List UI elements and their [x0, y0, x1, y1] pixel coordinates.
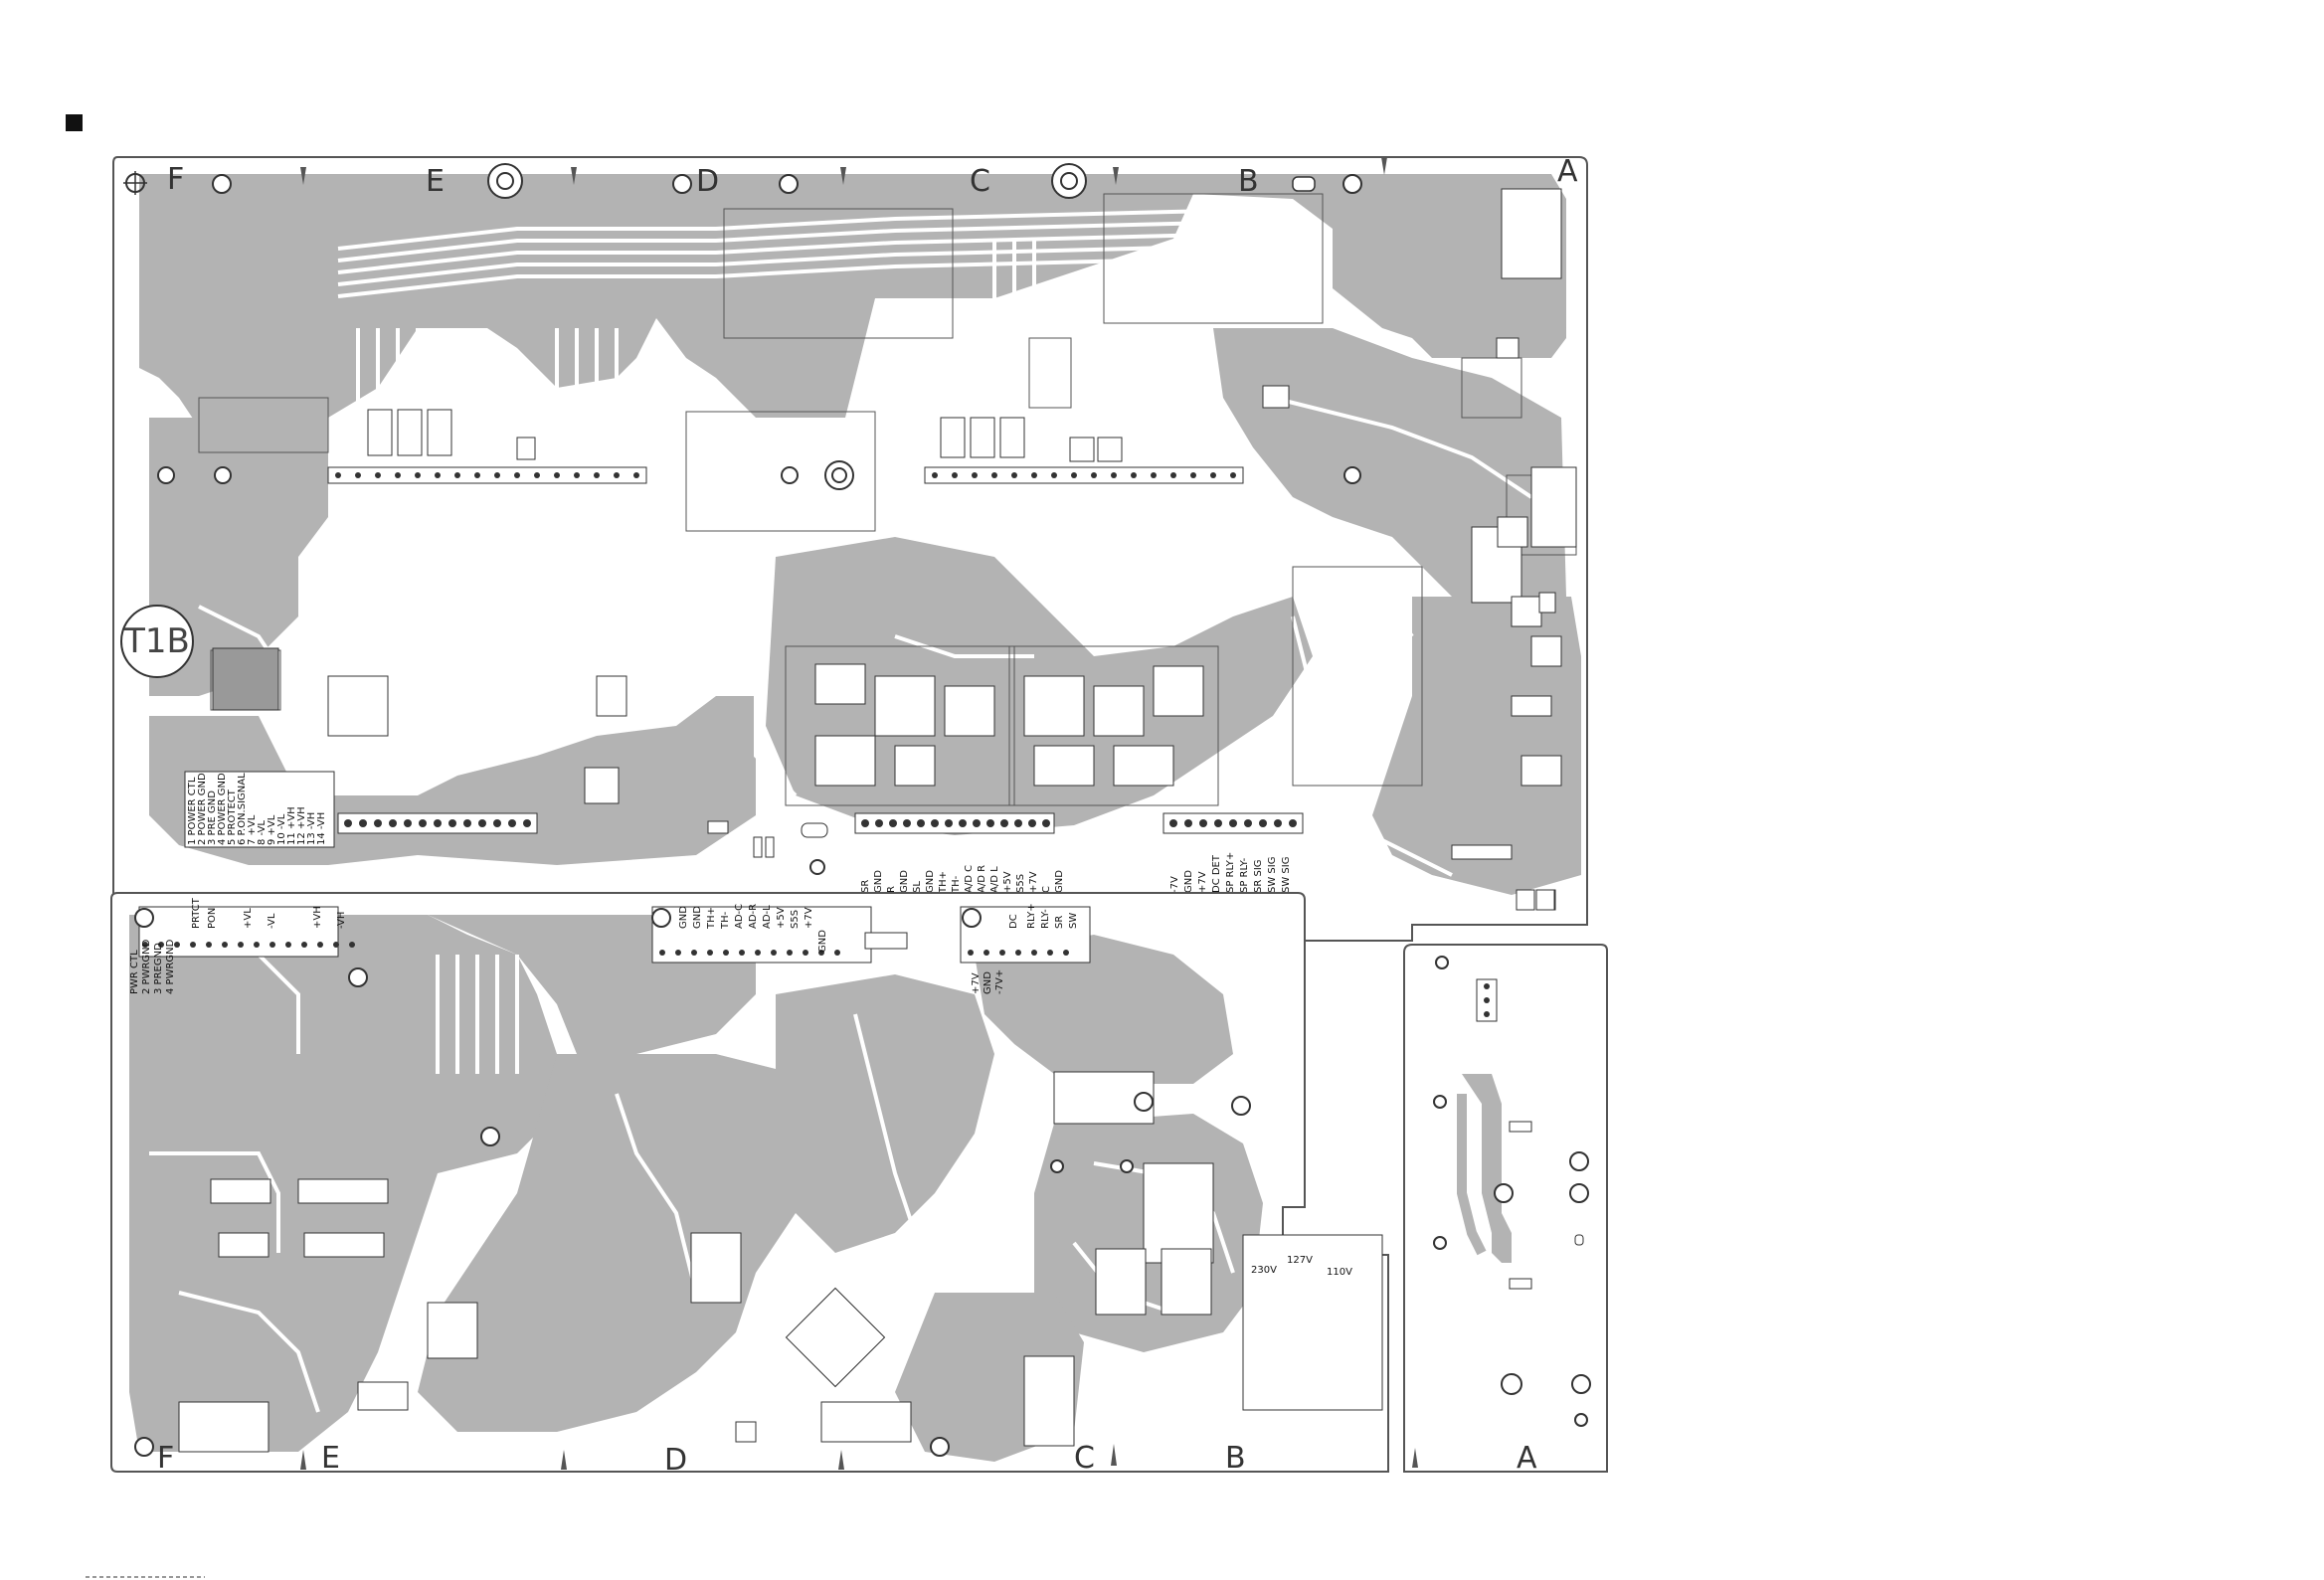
lower-left-pin-5: PRTCT — [191, 897, 202, 929]
lower-right-pin-1: DC — [1008, 914, 1019, 929]
lower-mid-pin-3: TH+ — [706, 907, 717, 930]
lower-mid-pin-10: +7V — [804, 907, 814, 929]
zone-label-top-b: B — [1238, 164, 1259, 199]
zone-label-top-e: E — [426, 164, 445, 199]
lower-left-pin-8: -VL — [267, 913, 277, 929]
voltage-label-110v: 110V — [1327, 1267, 1352, 1278]
lower-right-pin-5: SW — [1068, 913, 1079, 929]
lower-mid-pin-4: TH- — [720, 911, 731, 930]
zone-label-top-c: C — [970, 164, 990, 199]
mid-pin-9: A/D C — [964, 865, 975, 893]
zone-label-bottom-d: D — [664, 1443, 687, 1478]
zone-label-top-d: D — [696, 164, 719, 199]
mid-pin-1: SR — [860, 880, 871, 893]
right-pin-3: +7V — [1197, 871, 1208, 893]
mid-pin-2: GND — [873, 870, 884, 893]
mid-pin-11: A/D L — [989, 866, 1000, 893]
zone-label-bottom-f: F — [157, 1441, 174, 1476]
transformer-label: T1B — [123, 621, 190, 661]
voltage-label-127v: 127V — [1287, 1255, 1313, 1266]
lower-left-pin-9: +VH — [312, 906, 323, 929]
lower-mid-pin-9: S5S — [790, 910, 801, 929]
small-board-a: A — [1403, 944, 1608, 1476]
legend-line-8: 8 -VL — [257, 820, 268, 845]
lower-mid-pin-6: AD-R — [748, 904, 759, 929]
connector-legend-box — [184, 771, 335, 848]
zone-label-small-a: A — [1517, 1441, 1537, 1476]
lower-left-pin-3: 3 PREGND — [153, 943, 164, 994]
zone-label-bottom-e: E — [321, 1441, 340, 1476]
lower-right-pin-3: RLY- — [1040, 909, 1051, 929]
legend-line-4: 4 POWER GND — [217, 773, 228, 845]
lower-left-pin-6: PON — [207, 908, 218, 929]
lower-mid-pin-8: +5V — [776, 907, 787, 929]
zone-label-bottom-b: B — [1225, 1441, 1246, 1476]
mid-pin-3: R — [886, 886, 897, 893]
lower-mid-pin-11: GND — [817, 930, 828, 953]
right-pin-5: SP RLY+ — [1225, 852, 1236, 893]
right-pin-8: SW SIG — [1267, 857, 1278, 893]
section-marker — [66, 114, 83, 131]
right-pin-4: DC DET — [1211, 854, 1222, 893]
mid-pin-8: TH- — [951, 875, 962, 894]
mid-pin-10: A/D R — [977, 865, 987, 893]
top-board: T1B F E D C B A — [112, 154, 1588, 942]
right-pin-2: GND — [1183, 870, 1194, 893]
lower-mid-pin-2: GND — [692, 906, 703, 929]
right-pin-9: SW SIG — [1281, 857, 1292, 893]
lower-left-pin-4: 4 PWRGND — [165, 939, 176, 994]
lower-mid-pin-1: GND — [678, 906, 689, 929]
right-pin-7: SR SIG — [1253, 859, 1264, 893]
mid-pin-5: SL — [912, 881, 923, 893]
lower-left-pin-2: 2 PWRGND — [141, 939, 152, 994]
legend-line-9: 9 +VL — [267, 814, 277, 845]
legend-line-5: 5 PROTECT — [227, 789, 238, 845]
legend-line-3: 3 PRE GND — [207, 790, 218, 845]
lower-right-left-pin-3: -7V+ — [994, 969, 1005, 994]
transformer-outline — [120, 605, 194, 678]
mid-pin-14: +7V — [1028, 871, 1039, 893]
lower-right-pin-4: SR — [1054, 916, 1065, 929]
lower-left-pin-1: PWR CTL — [129, 950, 140, 994]
legend-line-7: 7 +VL — [247, 814, 258, 845]
mid-pin-12: +5V — [1002, 871, 1013, 893]
lower-main-board: PWR CTL 2 PWRGND 3 PREGND 4 PWRGND PRTCT… — [110, 892, 1389, 1478]
legend-line-11: 11 +VH — [286, 806, 297, 845]
voltage-label-230v: 230V — [1251, 1265, 1277, 1276]
legend-line-1: 1 POWER CTL — [187, 777, 198, 845]
lower-left-pin-10: -VH — [336, 912, 347, 929]
legend-line-13: 13 -VH — [306, 812, 317, 845]
lower-mid-pin-7: AD-L — [762, 905, 773, 929]
mid-pin-15: C — [1041, 886, 1052, 893]
mid-pin-13: S5S — [1015, 874, 1026, 893]
lower-right-pin-2: RLY+ — [1026, 903, 1037, 929]
lower-right-left-pin-1: +7V — [971, 972, 982, 994]
zone-label-top-a: A — [1557, 154, 1578, 189]
lower-right-left-pin-2: GND — [983, 971, 993, 994]
mid-pin-6: GND — [925, 870, 936, 893]
zone-label-top-f: F — [167, 162, 184, 197]
right-pin-6: SP RLY- — [1239, 857, 1250, 893]
zone-label-bottom-c: C — [1074, 1441, 1095, 1476]
mid-pin-16: GND — [1054, 870, 1065, 893]
legend-line-12: 12 +VH — [296, 806, 307, 845]
legend-line-14: 14 -VH — [316, 812, 327, 845]
legend-line-10: 10 -VL — [276, 813, 287, 845]
legend-line-2: 2 POWER GND — [197, 773, 208, 845]
right-pin-1: -7V — [1169, 876, 1180, 893]
mid-pin-4: GND — [899, 870, 910, 893]
lower-left-pin-7: +VL — [243, 908, 254, 929]
mid-pin-7: TH+ — [938, 871, 949, 894]
legend-line-6: 6 P.ON.SIGNAL — [237, 773, 248, 845]
lower-mid-pin-5: AD-C — [734, 904, 745, 929]
